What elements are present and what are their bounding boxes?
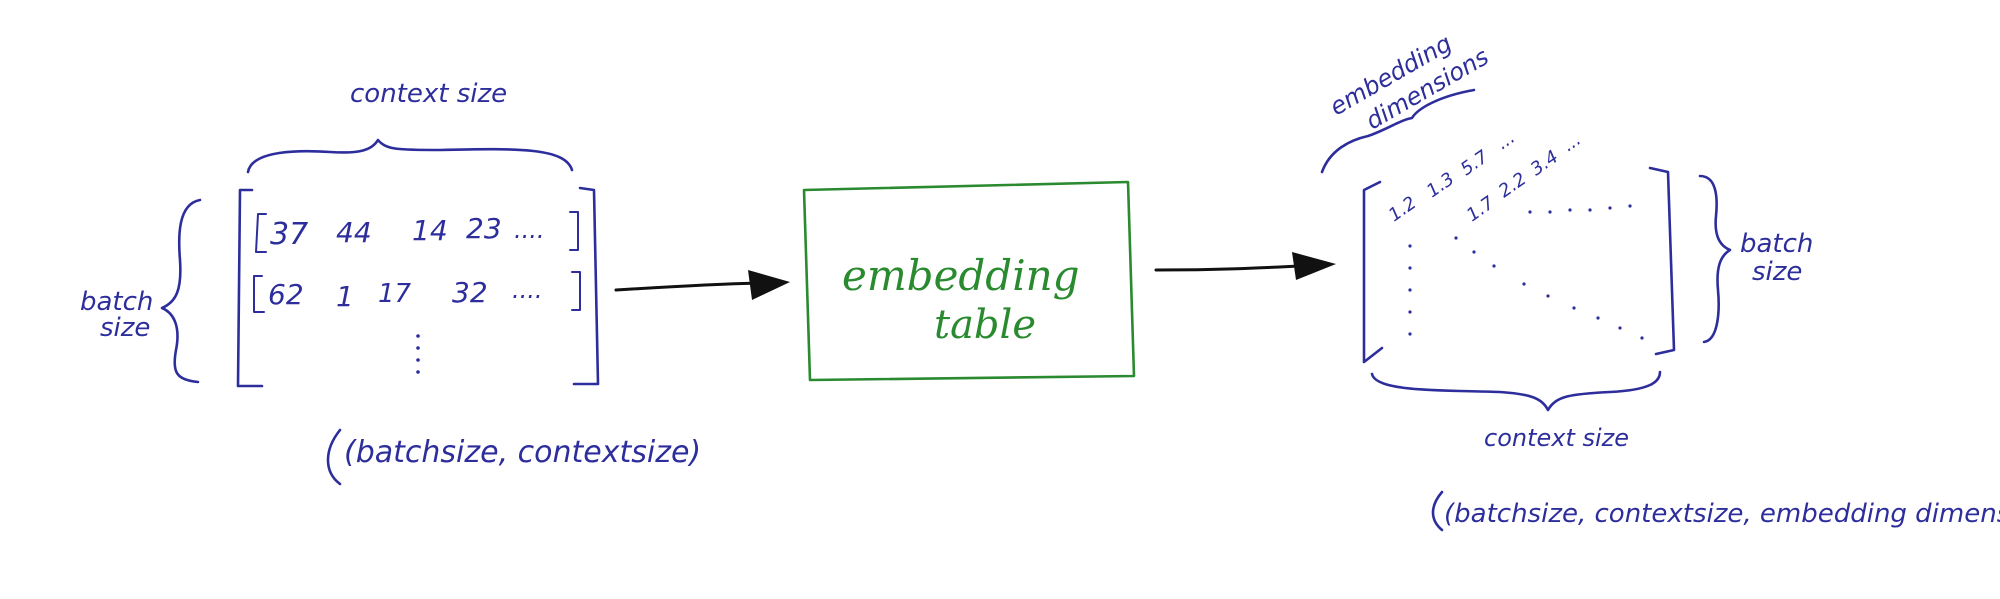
right-size-label: size <box>1752 257 1802 287</box>
batch-label: batch <box>80 287 153 317</box>
row1-open-bracket <box>255 213 267 253</box>
right-context-size-label: context size <box>1484 424 1629 452</box>
right-open-paren <box>1431 490 1444 532</box>
batch-size-brace <box>160 198 202 384</box>
input-matrix: context size batch size 37 44 14 23 ....… <box>80 79 701 486</box>
row2-val-2: 1 <box>336 280 354 313</box>
left-bracket <box>236 188 264 388</box>
output-right-bracket <box>1648 166 1676 356</box>
row2-ellipsis: .... <box>512 276 543 304</box>
context-size-label: context size <box>350 79 507 109</box>
value-8: ... <box>1559 129 1585 156</box>
value-2: 1.3 <box>1423 168 1459 202</box>
value-5: 1.7 <box>1463 192 1499 226</box>
table-box <box>802 180 1136 382</box>
right-bracket <box>572 186 600 386</box>
row2-val-1: 62 <box>268 278 304 311</box>
row1-ellipsis: .... <box>514 216 545 244</box>
row2-val-4: 32 <box>452 276 488 309</box>
left-shape-label: (batchsize, contextsize) <box>344 435 701 470</box>
row1-val-1: 37 <box>270 217 308 252</box>
row2-close-bracket <box>571 271 581 311</box>
value-3: 5.7 <box>1457 146 1493 180</box>
embedding-dim-brace <box>1320 88 1476 174</box>
embedding-label: embedding <box>842 251 1080 300</box>
row1-val-3: 14 <box>412 214 448 247</box>
output-tensor: embedding dimensions 1.2 1.3 5.7 ... 1.7… <box>1320 29 2000 532</box>
arrow-to-output <box>1154 252 1336 280</box>
row2-val-3: 17 <box>378 279 412 309</box>
value-7: 3.4 <box>1527 146 1563 180</box>
row1-val-4: 23 <box>466 212 502 245</box>
embedding-table: embedding table <box>802 180 1136 382</box>
row2-open-bracket <box>253 275 265 313</box>
right-batch-label: batch <box>1740 229 1813 259</box>
vertical-ellipsis <box>416 334 420 374</box>
value-4: ... <box>1493 127 1519 154</box>
batch-size-brace-right <box>1698 174 1732 344</box>
value-6: 2.2 <box>1495 168 1531 202</box>
left-open-paren <box>326 428 342 486</box>
context-size-brace-bottom <box>1370 370 1662 412</box>
row1-val-2: 44 <box>336 216 372 249</box>
table-label: table <box>934 302 1036 348</box>
context-size-brace <box>246 138 574 174</box>
output-left-bracket <box>1362 180 1384 364</box>
value-1: 1.2 <box>1385 192 1421 226</box>
arrow-to-table <box>614 270 790 300</box>
output-dots <box>1408 204 1644 340</box>
right-shape-label: (batchsize, contextsize, embedding dimen… <box>1444 499 2000 529</box>
row1-close-bracket <box>569 211 579 251</box>
size-label: size <box>100 313 150 343</box>
